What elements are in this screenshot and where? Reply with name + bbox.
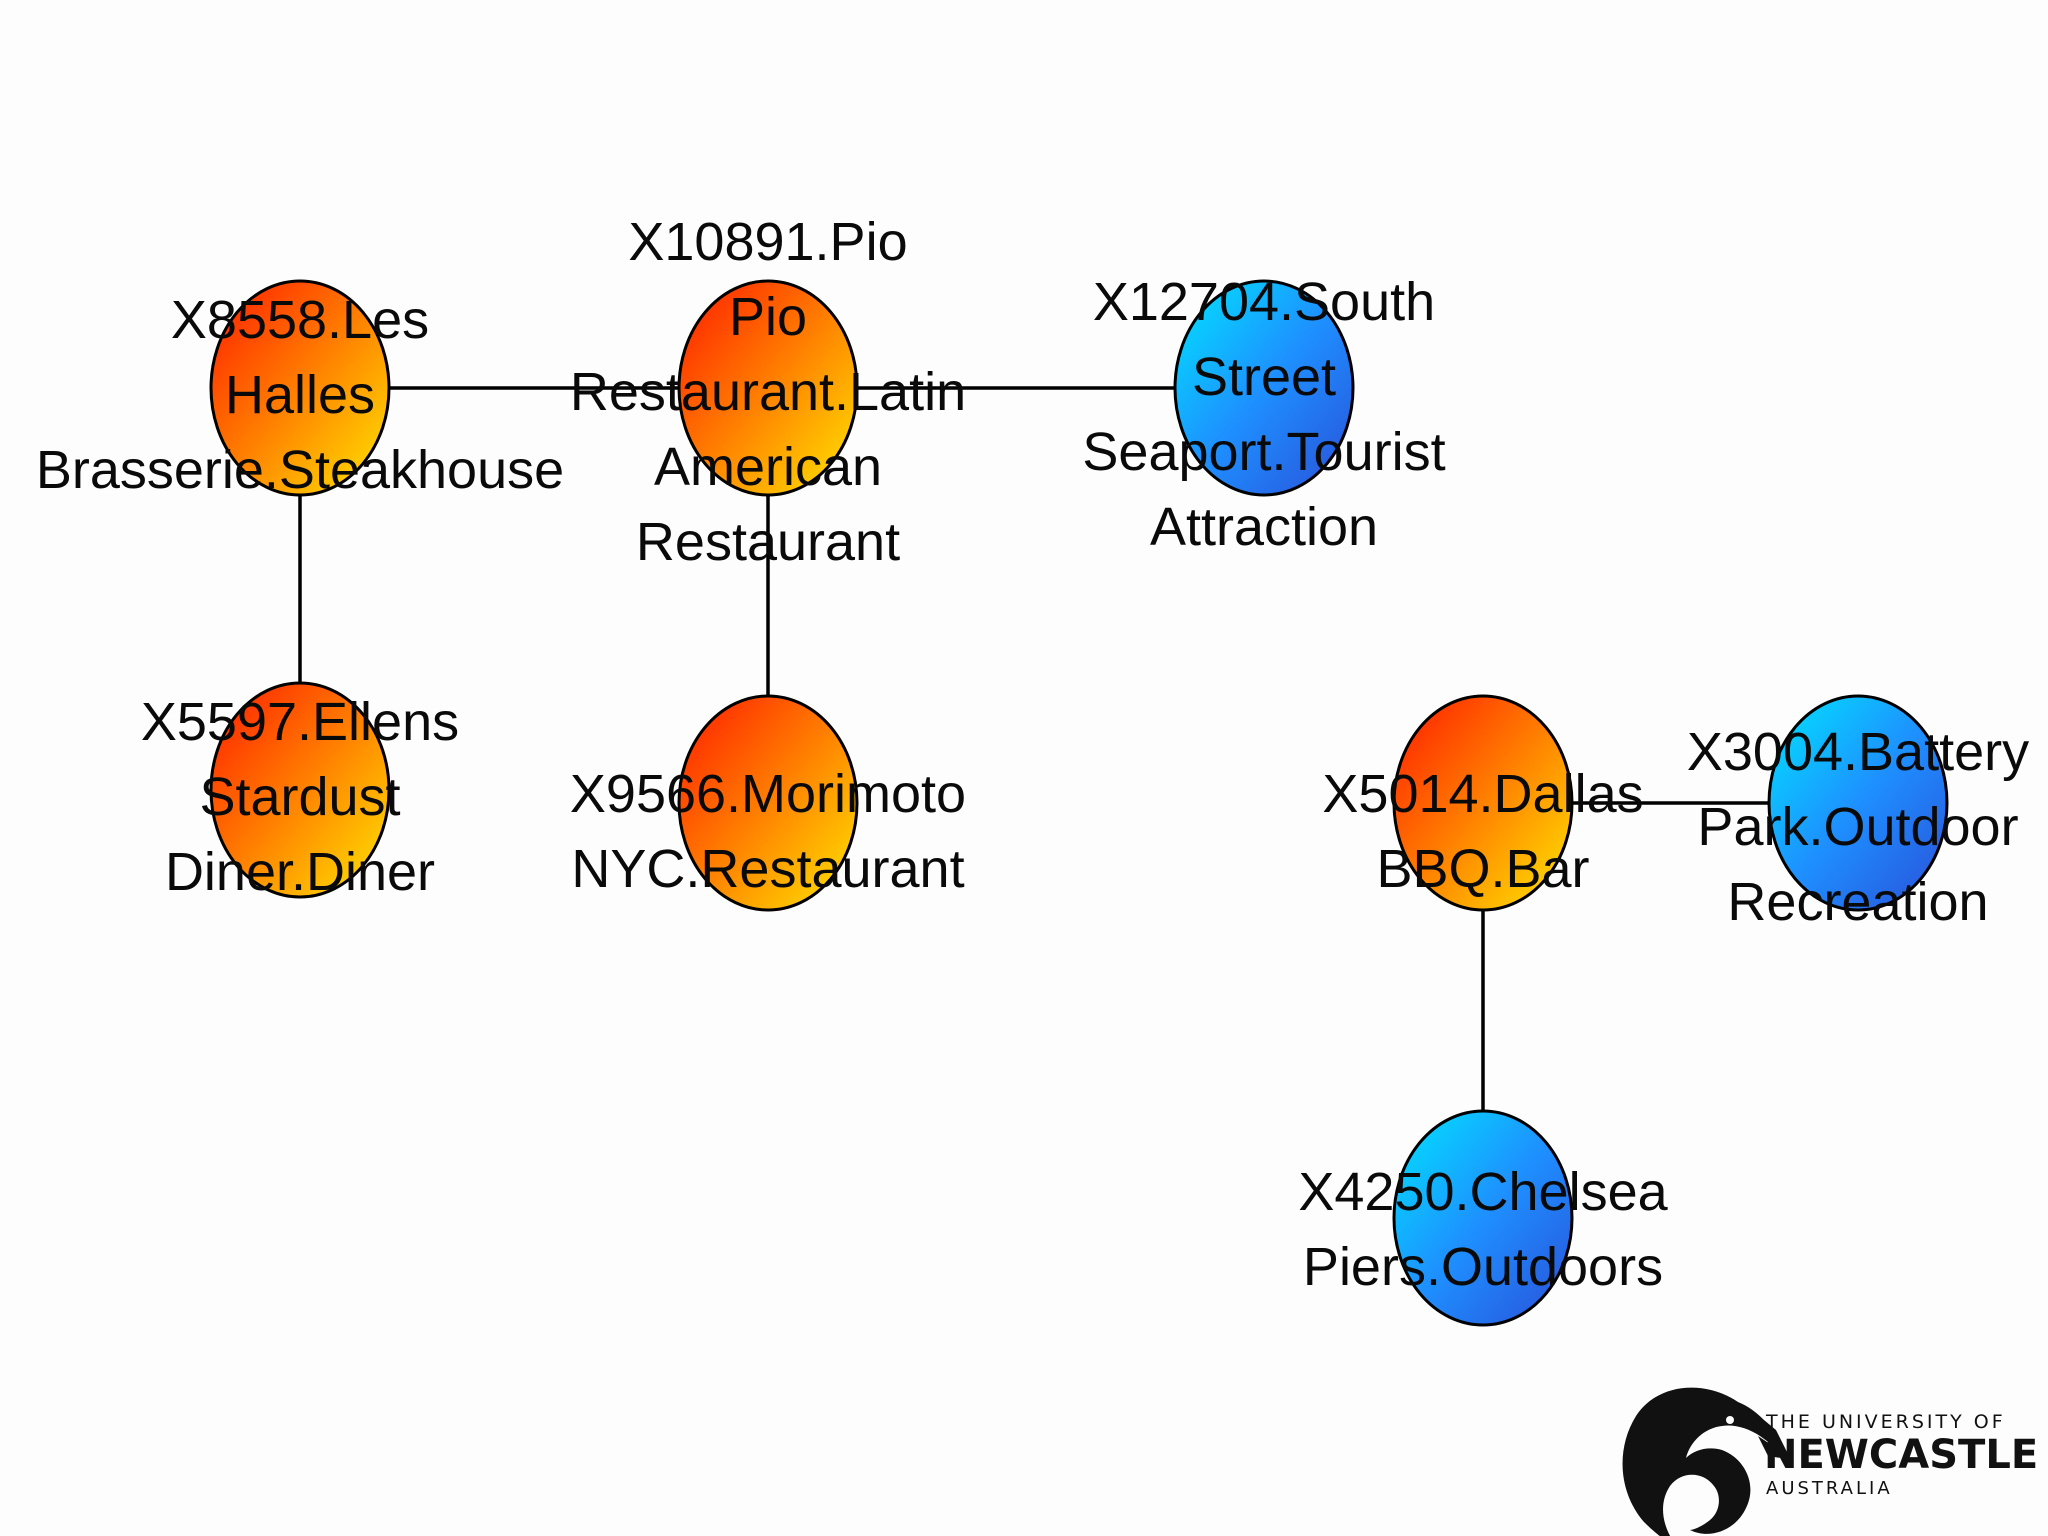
university-logo: THE UNIVERSITY OF NEWCASTLE AUSTRALIA (1622, 1387, 2038, 1536)
logo-line-3: AUSTRALIA (1766, 1478, 1893, 1499)
node-label-line: X12704.South (1093, 272, 1435, 332)
node-n8558[interactable] (209, 279, 391, 497)
node-n12704[interactable] (1173, 279, 1355, 497)
node-label-line: Stardust (199, 767, 400, 827)
node-label-line: Recreation (1727, 872, 1988, 932)
node-n5597[interactable] (209, 681, 391, 899)
node-label-line: Brasserie.Steakhouse (36, 440, 564, 500)
node-label-line: X5597.Ellens (141, 692, 459, 752)
seahorse-icon (1622, 1387, 1794, 1536)
node-label-line: Restaurant.Latin (570, 362, 966, 422)
node-n5014[interactable] (1392, 694, 1574, 912)
node-label-line: X9566.Morimoto (570, 764, 966, 824)
node-label-line: NYC.Restaurant (571, 839, 964, 899)
node-label-line: Restaurant (636, 512, 900, 572)
logo-line-2: NEWCASTLE (1764, 1432, 2038, 1478)
node-label-line: American (654, 437, 882, 497)
node-n4250[interactable] (1392, 1109, 1574, 1327)
node-n3004[interactable] (1767, 694, 1949, 912)
node-label-line: Park.Outdoor (1697, 797, 2018, 857)
node-label-line: X3004.Battery (1687, 722, 2029, 782)
node-label-line: Pio (729, 287, 807, 347)
node-label-line: Piers.Outdoors (1303, 1237, 1663, 1297)
node-label-line: X5014.Dallas (1322, 764, 1643, 824)
node-label-line: X10891.Pio (628, 212, 907, 272)
nodes-layer (209, 279, 1949, 1327)
node-label-line: Halles (225, 365, 375, 425)
node-label-line: X8558.Les (171, 290, 429, 350)
node-n9566[interactable] (677, 694, 859, 912)
node-label-line: Diner.Diner (165, 842, 435, 902)
node-label-line: Seaport.Tourist (1082, 422, 1445, 482)
node-label-line: Attraction (1150, 497, 1378, 557)
node-label-line: X4250.Chelsea (1298, 1162, 1668, 1222)
node-n10891[interactable] (677, 279, 859, 497)
node-label-line: Street (1192, 347, 1336, 407)
logo-line-1: THE UNIVERSITY OF (1765, 1411, 2006, 1433)
node-label-line: BBQ.Bar (1376, 839, 1589, 899)
